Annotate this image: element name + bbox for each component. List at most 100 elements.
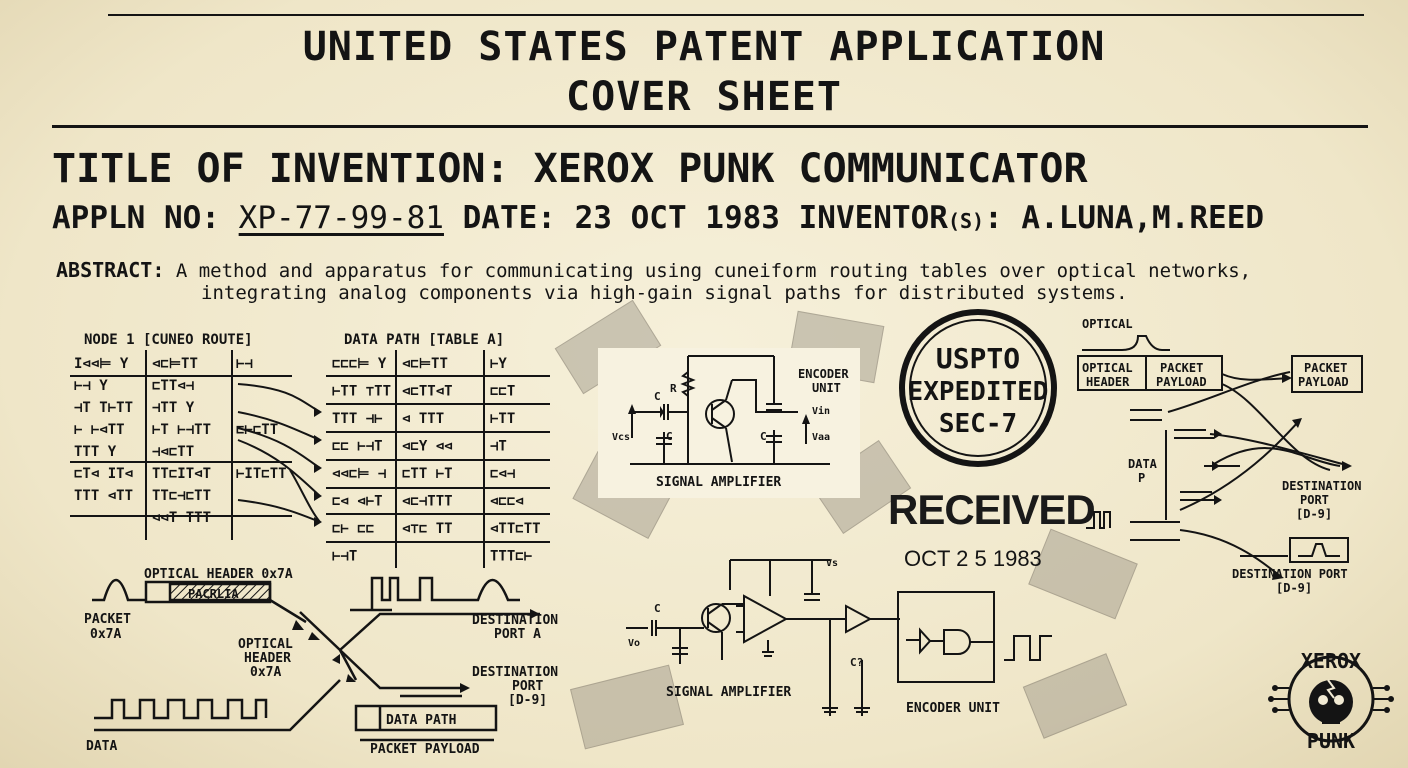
data-table-cell: ⊏⊏ ⊢⊣T [332,439,383,455]
optical-mid-2: HEADER [244,651,291,666]
uspto-line-1: USPTO [936,342,1020,375]
invention-title: TITLE OF INVENTION: XEROX PUNK COMMUNICA… [52,146,1088,192]
cap-label-2: C [666,430,673,443]
packet-payload-1: PACKET [1160,361,1203,375]
top-rule [108,14,1364,16]
optical-header-1: OPTICAL [1082,361,1133,375]
node-table-cell: ⊢⊣ Y [74,378,108,394]
resistor-label: R [670,382,677,395]
dest-port-b-1: DESTINATION [472,665,558,680]
data-table-cell: ⊏TT ⊢T [402,466,453,482]
data-table-cell: ⊲⊏Y ⊲⊲ [402,439,453,455]
node-table-cell: TT⊏IT⊲T [152,466,211,482]
node-table-title: NODE 1 [CUNEO ROUTE] [84,332,253,348]
node-table-cell: ⊏⊢⊏TT [236,422,278,438]
date-label: DATE: [462,200,556,236]
node-table-cell: TTT Y [74,444,117,460]
node-table-cell: ⊢IT⊏TT [236,466,287,482]
dest-bottom-2: [D-9] [1276,581,1312,595]
node-table-cell: ⊏T⊲ IT⊲ [74,466,133,482]
inventor-colon: : [984,200,1003,236]
dest-port-a-2: PORT A [494,627,541,642]
data-table-cell: ⊲TT⊏TT [490,521,541,537]
cap-label-1: C [654,390,661,403]
packet-label: PACKET [84,612,131,627]
data-table-cell: ⊏⊏⊏⊨ Y [332,356,387,372]
date-value: 23 OCT 1983 [574,200,780,236]
inventor-suffix: (S) [947,209,985,233]
dest-right-3: [D-9] [1296,507,1332,521]
inventor-names: A.LUNA,M.REED [1021,200,1265,236]
title-label: TITLE OF INVENTION: [52,146,510,192]
packet-payload-2: PAYLOAD [1156,375,1207,389]
data-table-cell: ⊢Y [490,356,507,372]
data-table-cell: ⊏⊲ ⊲⊢T [332,494,383,510]
abstract-label: ABSTRACT: [56,258,165,282]
optical-top-label: OPTICAL [1082,317,1133,331]
received-stamp: RECEIVED [888,486,1096,533]
cap-label-c: C [654,602,661,615]
data-table-cell: ⊲⊏⊏⊲ [490,494,524,510]
data-table-cell: ⊏⊏T [490,384,515,400]
dest-bottom-1: DESTINATION PORT [1232,567,1348,581]
appln-number: XP-77-99-81 [238,200,444,236]
abstract-line-2: integrating analog components via high-g… [201,282,1128,304]
data-table-cell: ⊢⊣T [332,549,357,565]
optical-mid-1: OPTICAL [238,637,293,652]
node-table-cell: ⊢⊣ [236,356,253,372]
data-p-1: DATA [1128,457,1158,471]
amplifier-caption-bottom: SIGNAL AMPLIFIER [666,685,791,700]
encoder-label-2: UNIT [812,381,841,395]
node-table-cell: ⊣⊲⊏TT [152,444,194,460]
data-table-cell: ⊲⊏⊨TT [402,356,448,372]
dest-right-2: PORT [1300,493,1329,507]
data-table-cell: ⊏⊲⊣ [490,466,515,482]
data-table-cell: ⊣T [490,439,507,455]
data-table-cell: ⊲ TTT [402,411,444,427]
dest-port-b-3: [D-9] [508,693,547,708]
cap-label-c2: C? [850,656,863,669]
header-rule [52,125,1368,128]
data-table-cell: TTT⊏⊢ [490,549,532,565]
data-table-cell: TTT ⊣⊢ [332,411,383,427]
inventor-label: INVENTOR [798,200,948,236]
node-table-cell: ⊢T ⊢⊣TT [152,422,211,438]
payload-box-label: PACRLIA [188,587,239,601]
title-line-2: COVER SHEET [566,74,842,120]
data-table-cell: ⊲⊏⊣TTT [402,494,453,510]
abstract-line-1: A method and apparatus for communicating… [175,260,1252,282]
title-value: XEROX PUNK COMMUNICATOR [533,146,1088,192]
data-path-label: DATA PATH [386,713,456,728]
uspto-stamp: USPTO EXPEDITED SEC-7 [899,309,1057,467]
optical-mid-3: 0x7A [250,665,281,680]
data-table-cell: ⊲⊤⊏ TT [402,521,453,537]
abstract: ABSTRACT: A method and apparatus for com… [56,258,1251,304]
amplifier-caption-top: SIGNAL AMPLIFIER [656,475,781,490]
node-table-cell: TT⊏⊣⊏TT [152,488,211,504]
received-date: OCT 2 5 1983 [904,546,1042,571]
encoder-caption-bottom: ENCODER UNIT [906,701,1000,716]
data-table-cell: ⊲⊲⊏⊨ ⊣ [332,466,386,482]
node-table-cell: I⊲⊲⊨ Y [74,356,129,372]
appln-label: APPLN NO: [52,200,220,236]
vaa-label: Vaa [812,432,830,443]
packet-hex-label: 0x7A [90,627,121,642]
title-line-1: UNITED STATES PATENT APPLICATION [302,24,1106,70]
data-label: DATA [86,739,117,754]
encoder-label-1: ENCODER [798,367,849,381]
data-p-2: P [1138,471,1145,485]
data-table-cell: ⊏⊢ ⊏⊏ [332,521,374,537]
packet-payload-label: PACKET PAYLOAD [370,742,480,757]
out-payload-2: PAYLOAD [1298,375,1349,389]
optical-header-label: OPTICAL HEADER 0x7A [144,567,293,582]
uspto-line-2: EXPEDITED [908,377,1049,407]
node-table-cell: ⊢ ⊢⊲TT [74,422,125,438]
logo-top-text: XEROX [1301,649,1361,673]
xerox-punk-logo: XEROX PUNK [1268,649,1394,753]
dest-port-a-1: DESTINATION [472,613,558,628]
v0-label: Vo [628,638,640,649]
node-table-cell: ⊲⊏⊨TT [152,356,198,372]
uspto-line-3: SEC-7 [939,409,1017,439]
